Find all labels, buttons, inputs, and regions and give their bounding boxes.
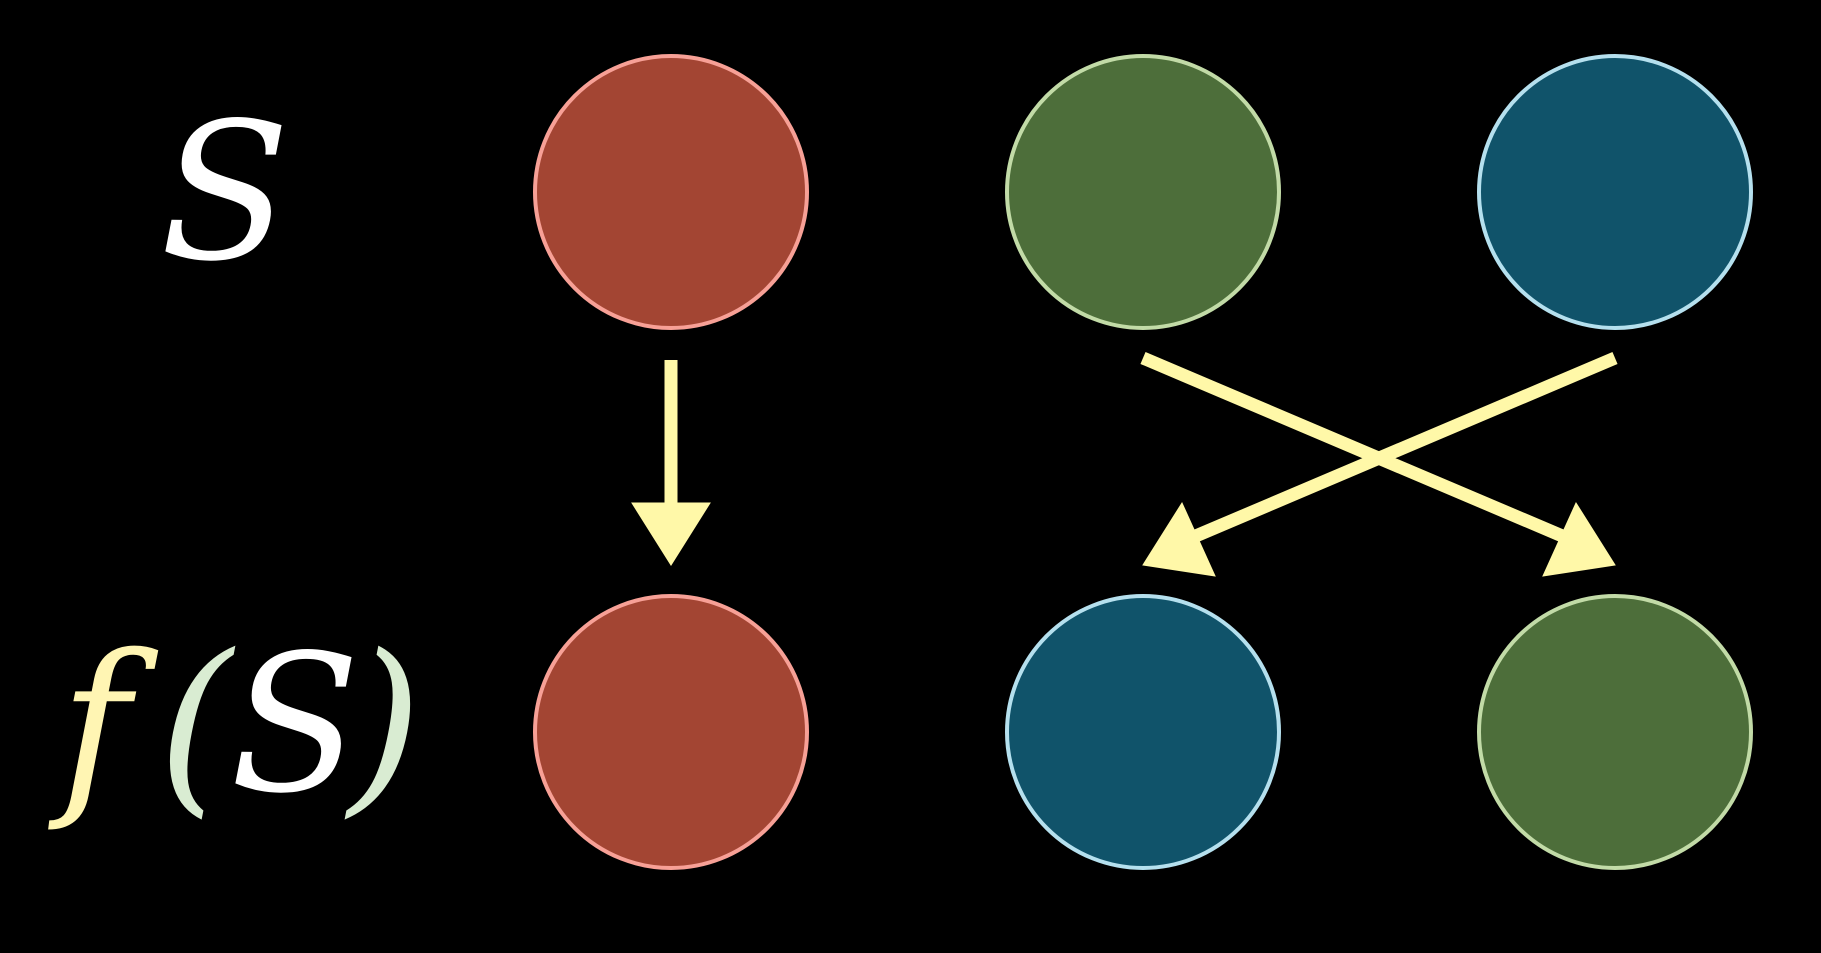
codomain-row: [533, 594, 1753, 870]
mapping-arrows: [631, 352, 1618, 577]
domain-node-blue: [1477, 54, 1753, 330]
label-set-s: S: [160, 82, 290, 303]
domain-row: [533, 54, 1753, 330]
domain-node-red: [533, 54, 809, 330]
arrow-red-to-red: [631, 360, 711, 566]
arrow-blue-to-blue: [1142, 352, 1618, 577]
codomain-node-blue: [1005, 594, 1281, 870]
codomain-node-green: [1477, 594, 1753, 870]
label-open-paren: (: [158, 614, 236, 835]
label-f-of-s: f ( S ): [48, 614, 422, 835]
label-close-paren: ): [344, 614, 422, 835]
codomain-node-red: [533, 594, 809, 870]
label-s-inner: S: [230, 614, 360, 835]
domain-node-green: [1005, 54, 1281, 330]
arrow-green-to-green: [1140, 352, 1616, 577]
